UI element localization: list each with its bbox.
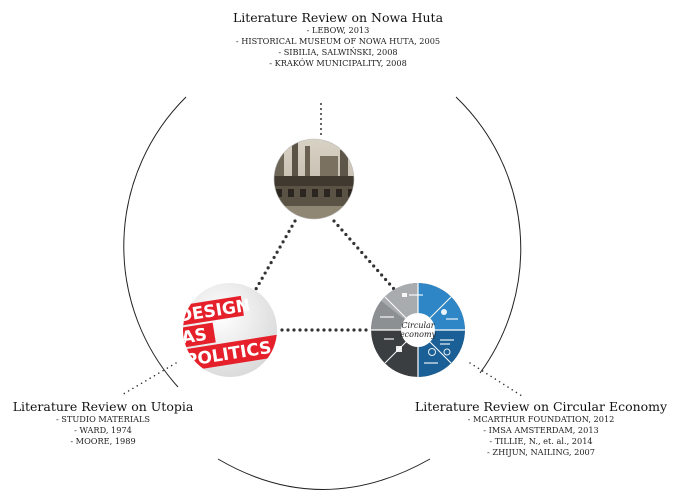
connector-circular-title xyxy=(469,362,523,397)
reference-item: - HISTORICAL MUSEUM OF NOWA HUTA, 2005 xyxy=(235,36,441,46)
user-icon xyxy=(441,309,447,315)
search-icon xyxy=(443,348,451,356)
circular-economy-wheel: Circular economy xyxy=(371,283,465,377)
outer-arc-left xyxy=(123,96,187,388)
wheel-center-line-1: Circular xyxy=(401,321,435,330)
design-as-politics-logo: DESIGN AS POLITICS xyxy=(180,283,277,377)
reference-item: - SIBILIA, SALWIŃSKI, 2008 xyxy=(278,47,398,57)
outer-arc-bottom xyxy=(217,458,431,490)
historical-photo xyxy=(274,139,354,219)
reference-item: - LEBOW, 2013 xyxy=(306,25,370,35)
logo-line-2: AS xyxy=(180,325,208,349)
reference-item: - KRAKÓW MUNICIPALITY, 2008 xyxy=(269,58,407,68)
connector-photo-circular xyxy=(332,219,396,291)
block-nowa-huta: Literature Review on Nowa Huta - LEBOW, … xyxy=(138,10,538,69)
reference-item: - TILLIE, N., et. al., 2014 xyxy=(489,436,593,446)
reference-item: - ZHIJUN, NAILING, 2007 xyxy=(487,447,595,457)
title-utopia: Literature Review on Utopia xyxy=(12,399,194,414)
wheel-center xyxy=(401,313,435,347)
title-circular-economy: Literature Review on Circular Economy xyxy=(414,399,668,414)
reference-item: - MOORE, 1989 xyxy=(70,436,136,446)
reference-item: - WARD, 1974 xyxy=(74,425,132,435)
wheel-icons xyxy=(396,293,451,356)
title-nowa-huta: Literature Review on Nowa Huta xyxy=(232,10,444,25)
reference-item: - IMSA AMSTERDAM, 2013 xyxy=(483,425,599,435)
reference-item: - STUDIO MATERIALS xyxy=(55,414,151,424)
block-circular-economy: Literature Review on Circular Economy - … xyxy=(400,399,676,458)
outer-arc-right xyxy=(455,96,522,374)
dotted-connectors xyxy=(119,103,523,397)
block-utopia: Literature Review on Utopia - STUDIO MAT… xyxy=(0,399,206,447)
reference-item: - MCARTHUR FOUNDATION, 2012 xyxy=(467,414,615,424)
recycle-icon xyxy=(428,348,436,356)
wheel-label-marks xyxy=(380,294,458,364)
cube-icon xyxy=(396,346,402,352)
connector-logo-utopia xyxy=(119,362,177,397)
wheel-center-line-2: economy xyxy=(400,330,437,339)
connector-photo-logo xyxy=(254,219,297,291)
leaf-icon xyxy=(402,293,407,297)
